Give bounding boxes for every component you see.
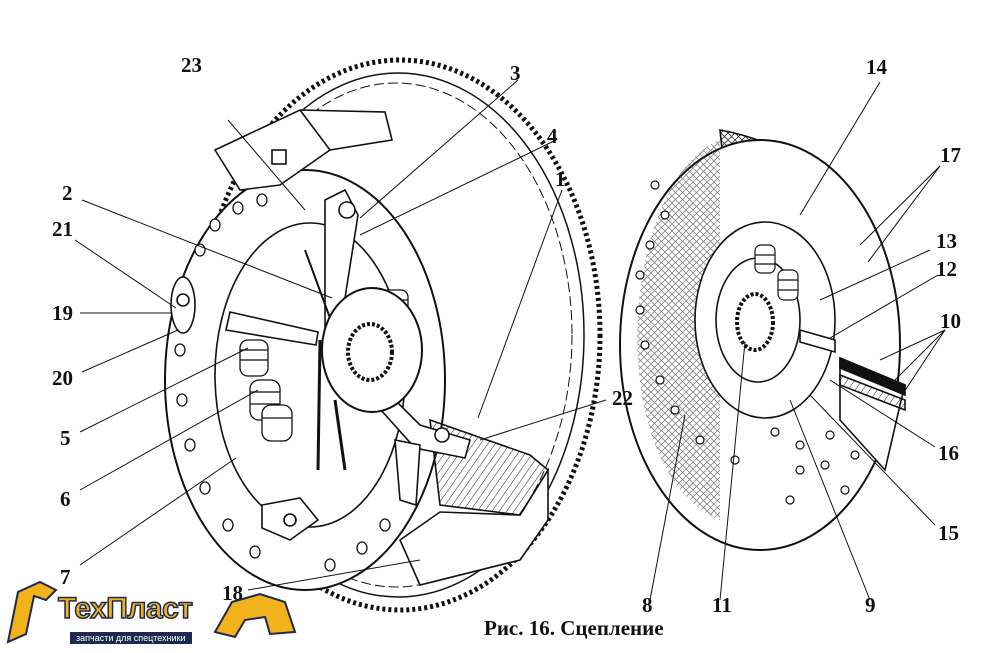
figure-caption: Рис. 16. Сцепление: [484, 616, 664, 640]
label-3: 3: [510, 61, 521, 85]
rim-lug-left: [170, 276, 196, 334]
disc-rivet: [799, 328, 836, 354]
lever-pin-bottom: [434, 427, 450, 443]
label-19: 19: [52, 301, 73, 325]
label-21: 21: [52, 217, 73, 241]
part-labels: 23 3 4 1 2 21 19 20 5 6 7 18 22 14 17 13…: [52, 53, 961, 617]
excavator-arm-left: [6, 580, 58, 644]
disc-hub-plate: [694, 221, 836, 419]
cover-bracket-bottom: [399, 467, 549, 586]
label-1: 1: [555, 167, 566, 191]
techplast-logo: [6, 580, 297, 644]
label-6: 6: [60, 487, 71, 511]
label-9: 9: [865, 593, 876, 617]
label-15: 15: [938, 521, 959, 545]
rim-lug-bottom: [261, 497, 320, 541]
label-5: 5: [60, 426, 71, 450]
label-20: 20: [52, 366, 73, 390]
logo-tagline: запчасти для спецтехники: [70, 632, 192, 644]
lever-pin-top: [338, 201, 356, 219]
release-lever-left: [225, 311, 319, 346]
hub-splined-bore: [346, 322, 394, 382]
label-13: 13: [936, 229, 957, 253]
label-11: 11: [712, 593, 732, 617]
adjust-bolt: [394, 439, 421, 507]
label-8: 8: [642, 593, 653, 617]
label-18: 18: [222, 581, 243, 605]
cover-bracket-top: [213, 109, 393, 191]
label-7: 7: [60, 565, 71, 589]
flywheel-assembly: [74, 57, 607, 613]
pressure-plate-holes: [174, 193, 391, 572]
label-16: 16: [938, 441, 959, 465]
label-12: 12: [936, 257, 957, 281]
label-17: 17: [940, 143, 961, 167]
label-4: 4: [547, 124, 558, 148]
logo-wordmark: ТехПласт: [57, 591, 193, 626]
release-lever-top: [324, 188, 359, 331]
label-23: 23: [181, 53, 202, 77]
excavator-arm-right: [213, 592, 297, 639]
label-2: 2: [62, 181, 73, 205]
driven-disc: [619, 81, 946, 601]
label-10: 10: [940, 309, 961, 333]
label-22: 22: [612, 386, 633, 410]
hub: [321, 287, 423, 413]
damper-springs: [754, 244, 799, 301]
label-14: 14: [866, 55, 888, 79]
disc-splined-hub: [735, 292, 775, 352]
bracket-bolt: [271, 149, 287, 165]
